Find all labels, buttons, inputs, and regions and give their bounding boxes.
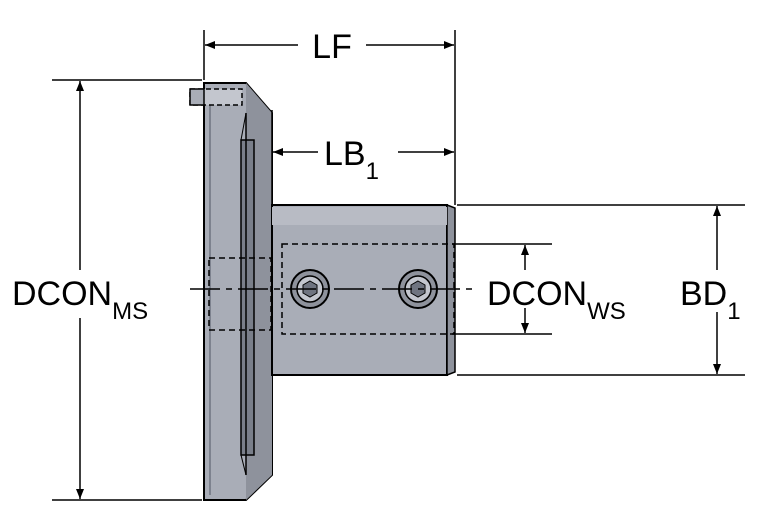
dimension-dcon-ms: DCONMS [12,79,202,501]
shank-hidden-bore [281,243,455,335]
lb1-label: LB1 [324,135,379,185]
dcon-ms-label: DCONMS [12,275,148,325]
dcon-ws-label: DCONWS [487,275,626,325]
shank-chamfer [446,203,456,377]
shank-highlight [272,207,447,225]
flange-hidden-bore [208,257,272,331]
dimension-lb1: LB1 [271,110,454,205]
dimension-dcon-ws: DCONWS [452,243,626,335]
bd1-label: BD1 [680,275,741,325]
flange-screw-icon [189,88,243,106]
flange-inner-groove [240,139,255,456]
flange-body [189,82,273,501]
dimension-lf: LF [203,28,456,205]
lf-label: LF [312,28,352,66]
dimension-bd1: BD1 [457,204,745,376]
shank-body [271,203,456,377]
